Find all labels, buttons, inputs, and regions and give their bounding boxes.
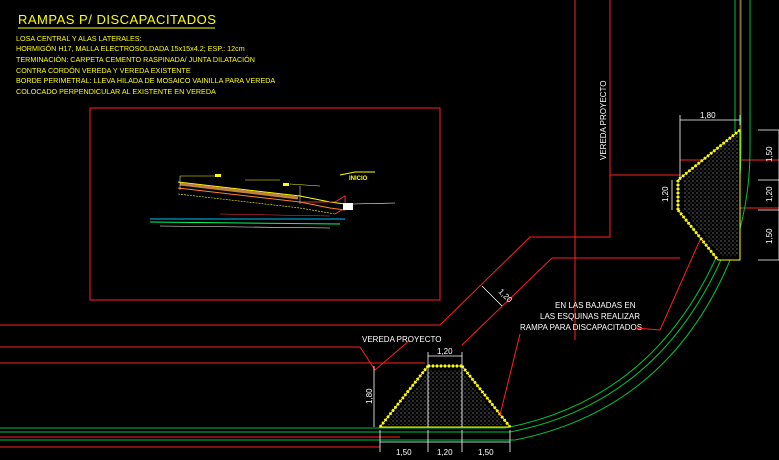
label-vereda-horizontal: VEREDA PROYECTO <box>362 335 441 344</box>
ramp-right <box>676 128 741 261</box>
drawing-title: RAMPAS P/ DISCAPACITADOS <box>18 12 216 27</box>
ramp-bottom <box>378 364 512 428</box>
dim-right-center: 1,20 <box>765 186 774 202</box>
dims-ramp-right: 1,80 1,20 1,50 1,20 1,50 <box>661 111 779 261</box>
note-line-1: LOSA CENTRAL Y ALAS LATERALES: <box>16 34 142 43</box>
section-detail-frame <box>89 107 441 301</box>
dim-diagonal: 1,20 <box>497 287 515 305</box>
label-vereda-vertical: VEREDA PROYECTO <box>599 81 608 160</box>
dim-bottom-top: 1,20 <box>437 347 453 356</box>
callout-leader-2 <box>499 333 521 416</box>
note-line-2: HORMIGÓN H17, MALLA ELECTROSOLDADA 15x15… <box>16 44 245 53</box>
street-outline <box>0 0 779 448</box>
dim-diagonal-group: 1,20 <box>481 285 515 307</box>
note-line-5: BORDE PERIMETRAL: LLEVA HILADA DE MOSAIC… <box>16 76 275 85</box>
dim-bottom-center: 1,20 <box>437 448 453 457</box>
dims-ramp-bottom: 1,20 1,80 1,50 1,20 1,50 <box>365 347 511 457</box>
section-detail: INICIO <box>149 171 396 229</box>
dim-bottom-side-a: 1,50 <box>396 448 412 457</box>
callout-line-3: RAMPA PARA DISCAPACITADOS <box>520 323 642 332</box>
dim-right-side-b: 1,50 <box>765 228 774 244</box>
dim-bottom-side-b: 1,50 <box>478 448 494 457</box>
dim-right-width: 1,80 <box>700 111 716 120</box>
note-line-3: TERMINACIÓN: CARPETA CEMENTO RASPINADA/ … <box>16 55 255 64</box>
callout-leader <box>635 239 701 331</box>
callout-line-2: LAS ESQUINAS REALIZAR <box>540 312 640 321</box>
note-line-6: COLOCADO PERPENDICULAR AL EXISTENTE EN V… <box>16 87 216 96</box>
svg-text:INICIO: INICIO <box>349 176 368 182</box>
dim-right-depth: 1,20 <box>661 186 670 202</box>
callout-line-1: EN LAS BAJADAS EN <box>555 301 636 310</box>
note-line-4: CONTRA CORDÓN VEREDA Y VEREDA EXISTENTE <box>16 66 191 75</box>
dim-right-side-a: 1,50 <box>765 146 774 162</box>
dim-bottom-depth: 1,80 <box>365 388 374 404</box>
